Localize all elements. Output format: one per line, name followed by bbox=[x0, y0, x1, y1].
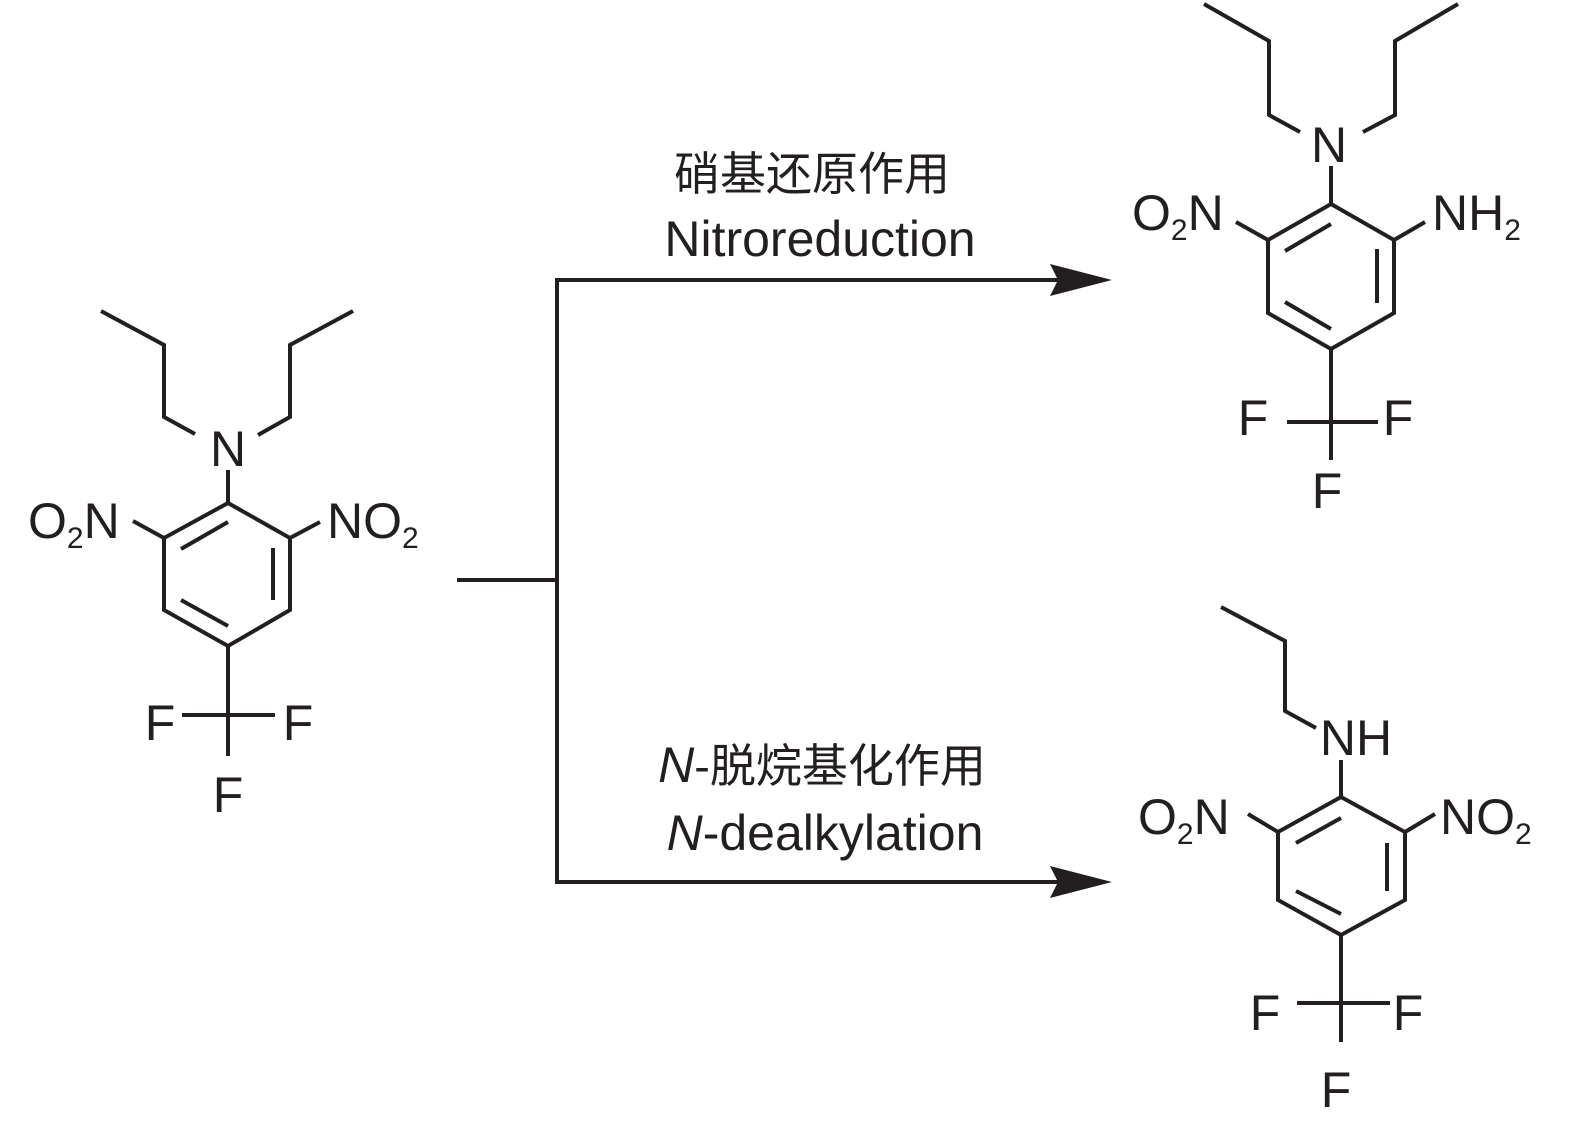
italic-n: N bbox=[667, 805, 704, 861]
left-nitro-label: O2N bbox=[1138, 789, 1230, 851]
amine-nitrogen-label: N bbox=[1311, 117, 1347, 173]
right-nitro-bond bbox=[289, 520, 321, 540]
nitroreduction-label-en: Nitroreduction bbox=[664, 211, 975, 267]
left-nitro-bond bbox=[132, 519, 165, 540]
reactant-molecule: N O2N NO2 F F F bbox=[28, 309, 419, 823]
svg-text:F: F bbox=[213, 767, 244, 823]
svg-text:F: F bbox=[1383, 390, 1414, 446]
amino-label: NH2 bbox=[1432, 185, 1521, 247]
bottom-arrowhead-icon bbox=[1050, 866, 1112, 898]
nitro-label: O2N bbox=[1132, 185, 1224, 247]
left-nitro-bond bbox=[1246, 812, 1280, 834]
right-propyl-chain bbox=[1362, 2, 1460, 134]
svg-text:F: F bbox=[1238, 390, 1269, 446]
svg-text:F: F bbox=[145, 695, 176, 751]
top-arrowhead-icon bbox=[1050, 264, 1112, 296]
svg-text:F: F bbox=[1321, 1062, 1352, 1118]
benzene-ring bbox=[1266, 201, 1396, 352]
svg-text:F: F bbox=[1393, 985, 1424, 1041]
propyl-chain bbox=[1220, 605, 1317, 730]
svg-text:F: F bbox=[1250, 985, 1281, 1041]
right-nitro-label: NO2 bbox=[1440, 789, 1532, 851]
amine-nitrogen-label: N bbox=[210, 421, 246, 477]
right-nitro-bond bbox=[1403, 812, 1437, 834]
left-nitro-label: O2N bbox=[28, 493, 120, 555]
nitro-bond bbox=[1235, 220, 1269, 242]
branch-arrows bbox=[457, 264, 1112, 898]
nitroreduction-label-cn: 硝基还原作用 bbox=[674, 147, 950, 201]
cf3-group: F F F bbox=[1238, 349, 1414, 519]
cf3-group: F F F bbox=[145, 646, 314, 823]
dealkylation-label-en: N-dealkylation bbox=[667, 805, 984, 861]
svg-text:F: F bbox=[1312, 463, 1343, 519]
product-nitroreduction: N O2N NH2 F F F bbox=[1132, 2, 1521, 519]
left-propyl-chain bbox=[100, 309, 196, 436]
product-dealkylation: NH O2N NO2 F F F bbox=[1138, 605, 1532, 1118]
italic-n: N bbox=[658, 737, 695, 793]
right-propyl-chain bbox=[257, 309, 354, 437]
right-nitro-label: NO2 bbox=[327, 493, 419, 555]
dealkylation-label-cn: N-脱烷基化作用 bbox=[658, 737, 986, 793]
secondary-amine-label: NH bbox=[1320, 710, 1392, 766]
amino-bond bbox=[1392, 220, 1427, 242]
svg-text:F: F bbox=[283, 695, 314, 751]
cf3-group: F F F bbox=[1250, 935, 1424, 1118]
benzene-ring bbox=[1276, 794, 1407, 938]
benzene-ring bbox=[162, 500, 292, 649]
left-propyl-chain bbox=[1203, 2, 1301, 134]
